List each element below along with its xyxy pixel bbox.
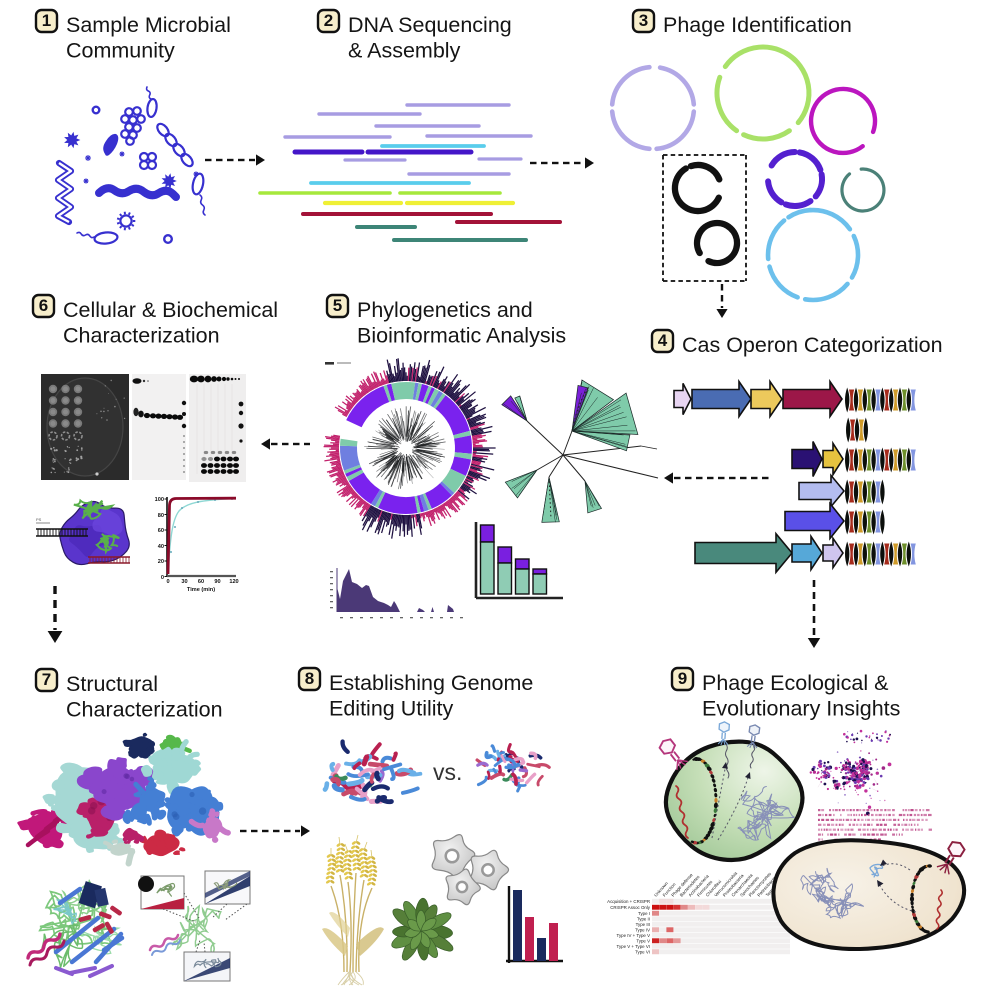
svg-text:Characterization: Characterization <box>66 698 223 722</box>
svg-text:CRISPR Assoc Only: CRISPR Assoc Only <box>610 905 651 910</box>
svg-text:Acquisition + CRISPR: Acquisition + CRISPR <box>607 899 650 904</box>
svg-text:Community: Community <box>66 39 175 63</box>
svg-text:Type VI: Type VI <box>635 950 650 955</box>
svg-text:Type V + Type VI: Type V + Type VI <box>617 944 650 949</box>
svg-text:Establishing Genome: Establishing Genome <box>329 671 533 695</box>
svg-text:2: 2 <box>324 11 333 30</box>
svg-text:120: 120 <box>229 579 238 585</box>
svg-text:Type I: Type I <box>638 911 650 916</box>
svg-text:Bioinformatic Analysis: Bioinformatic Analysis <box>357 324 566 348</box>
svg-text:9: 9 <box>678 669 687 688</box>
svg-text:Editing Utility: Editing Utility <box>329 697 454 721</box>
svg-text:Structural: Structural <box>66 672 158 696</box>
svg-text:DNA Sequencing: DNA Sequencing <box>348 13 512 37</box>
svg-text:60: 60 <box>158 528 164 534</box>
svg-text:Evolutionary Insights: Evolutionary Insights <box>702 697 900 721</box>
svg-text:0: 0 <box>166 579 169 585</box>
svg-text:& Assembly: & Assembly <box>348 39 461 63</box>
svg-text:80: 80 <box>158 513 164 519</box>
svg-text:Type III: Type III <box>636 922 650 927</box>
svg-text:Type IV: Type IV <box>635 928 650 933</box>
svg-text:Type IV + Type V: Type IV + Type V <box>617 933 651 938</box>
svg-text:Phage Identification: Phage Identification <box>663 13 852 37</box>
svg-text:40: 40 <box>158 544 164 550</box>
svg-text:100: 100 <box>155 497 164 503</box>
svg-text:5: 5 <box>333 296 342 315</box>
svg-text:Type II: Type II <box>637 917 650 922</box>
svg-text:Phylogenetics and: Phylogenetics and <box>357 298 533 322</box>
svg-text:4: 4 <box>658 331 668 350</box>
svg-text:90: 90 <box>214 579 220 585</box>
svg-text:Characterization: Characterization <box>63 324 220 348</box>
svg-text:30: 30 <box>181 579 187 585</box>
svg-text:Sample Microbial: Sample Microbial <box>66 13 231 37</box>
svg-text:Type V: Type V <box>636 939 650 944</box>
svg-text:7: 7 <box>42 670 51 689</box>
svg-text:Cellular & Biochemical: Cellular & Biochemical <box>63 298 278 322</box>
svg-text:8: 8 <box>305 669 314 688</box>
svg-text:6: 6 <box>39 296 48 315</box>
svg-text:3: 3 <box>639 11 648 30</box>
svg-text:Phage Ecological &: Phage Ecological & <box>702 671 888 695</box>
svg-text:PS: PS <box>36 517 42 522</box>
svg-text:0: 0 <box>161 575 164 581</box>
svg-text:Time (min): Time (min) <box>187 587 215 593</box>
svg-text:vs.: vs. <box>433 759 462 785</box>
svg-text:1: 1 <box>42 11 51 30</box>
svg-text:Cas Operon Categorization: Cas Operon Categorization <box>682 333 943 357</box>
svg-text:60: 60 <box>198 579 204 585</box>
svg-text:20: 20 <box>158 559 164 565</box>
